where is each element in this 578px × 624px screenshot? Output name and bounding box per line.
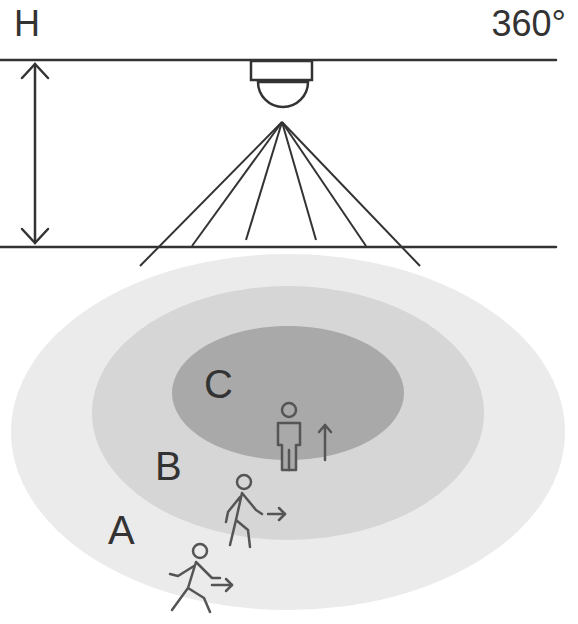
detection-cone bbox=[140, 122, 420, 266]
detection-zone: C bbox=[172, 326, 404, 460]
detection-zone: ABC bbox=[11, 254, 565, 610]
angle-label: 360° bbox=[492, 6, 566, 42]
height-label: H bbox=[14, 6, 40, 42]
sensor-dome bbox=[258, 82, 308, 107]
sensor-housing bbox=[251, 61, 312, 80]
height-dimension bbox=[34, 64, 37, 243]
zone-letter: A bbox=[108, 510, 135, 550]
dimension-arrowhead bbox=[22, 64, 48, 78]
zone-letter: C bbox=[204, 364, 233, 404]
floor-line bbox=[0, 246, 556, 249]
zone-letter: B bbox=[155, 446, 182, 486]
detection-zone: BC bbox=[92, 286, 484, 540]
dimension-arrowhead bbox=[22, 229, 48, 243]
